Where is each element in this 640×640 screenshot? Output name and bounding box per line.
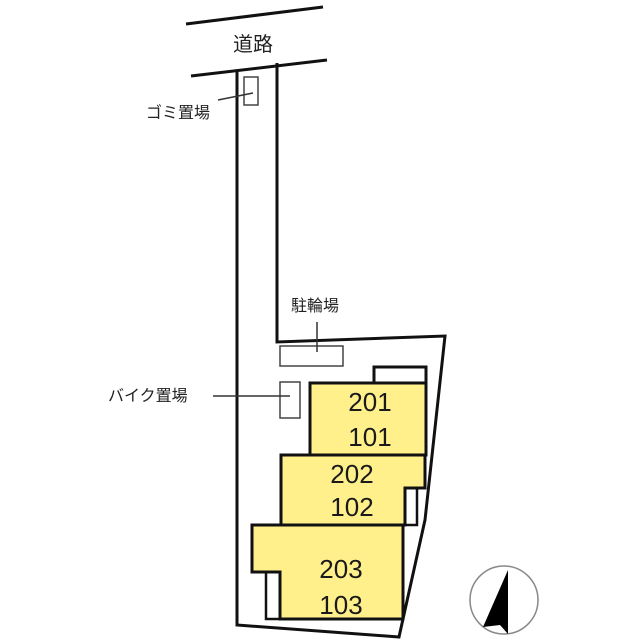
- bicycle-parking-area: [279, 345, 344, 367]
- annex-202: [403, 486, 419, 527]
- bicycle-parking-label: 駐輪場: [291, 296, 340, 315]
- unit-number-103: 103: [319, 590, 363, 620]
- road-edge-bottom: [190, 58, 328, 78]
- garbage-label: ゴミ置場: [146, 103, 211, 122]
- unit-number-101: 101: [348, 422, 392, 452]
- annex-201: [372, 365, 428, 385]
- road-edge-top: [185, 5, 324, 26]
- building-unit-201-101: [308, 381, 428, 457]
- road-label: 道路: [233, 32, 273, 56]
- garbage-area: [243, 76, 259, 106]
- unit-number-102: 102: [330, 492, 374, 522]
- motorbike-parking-area: [279, 381, 301, 419]
- building-unit-203-103: [250, 523, 405, 621]
- annex-203: [264, 570, 282, 621]
- unit-number-202: 202: [330, 459, 374, 489]
- garbage-leader-line: [217, 92, 254, 101]
- unit-number-201: 201: [348, 387, 392, 417]
- unit-number-203: 203: [319, 554, 363, 584]
- north-arrow-icon: [469, 565, 539, 635]
- lot-boundary: [235, 63, 447, 639]
- motorbike-parking-label: バイク置場: [108, 386, 188, 405]
